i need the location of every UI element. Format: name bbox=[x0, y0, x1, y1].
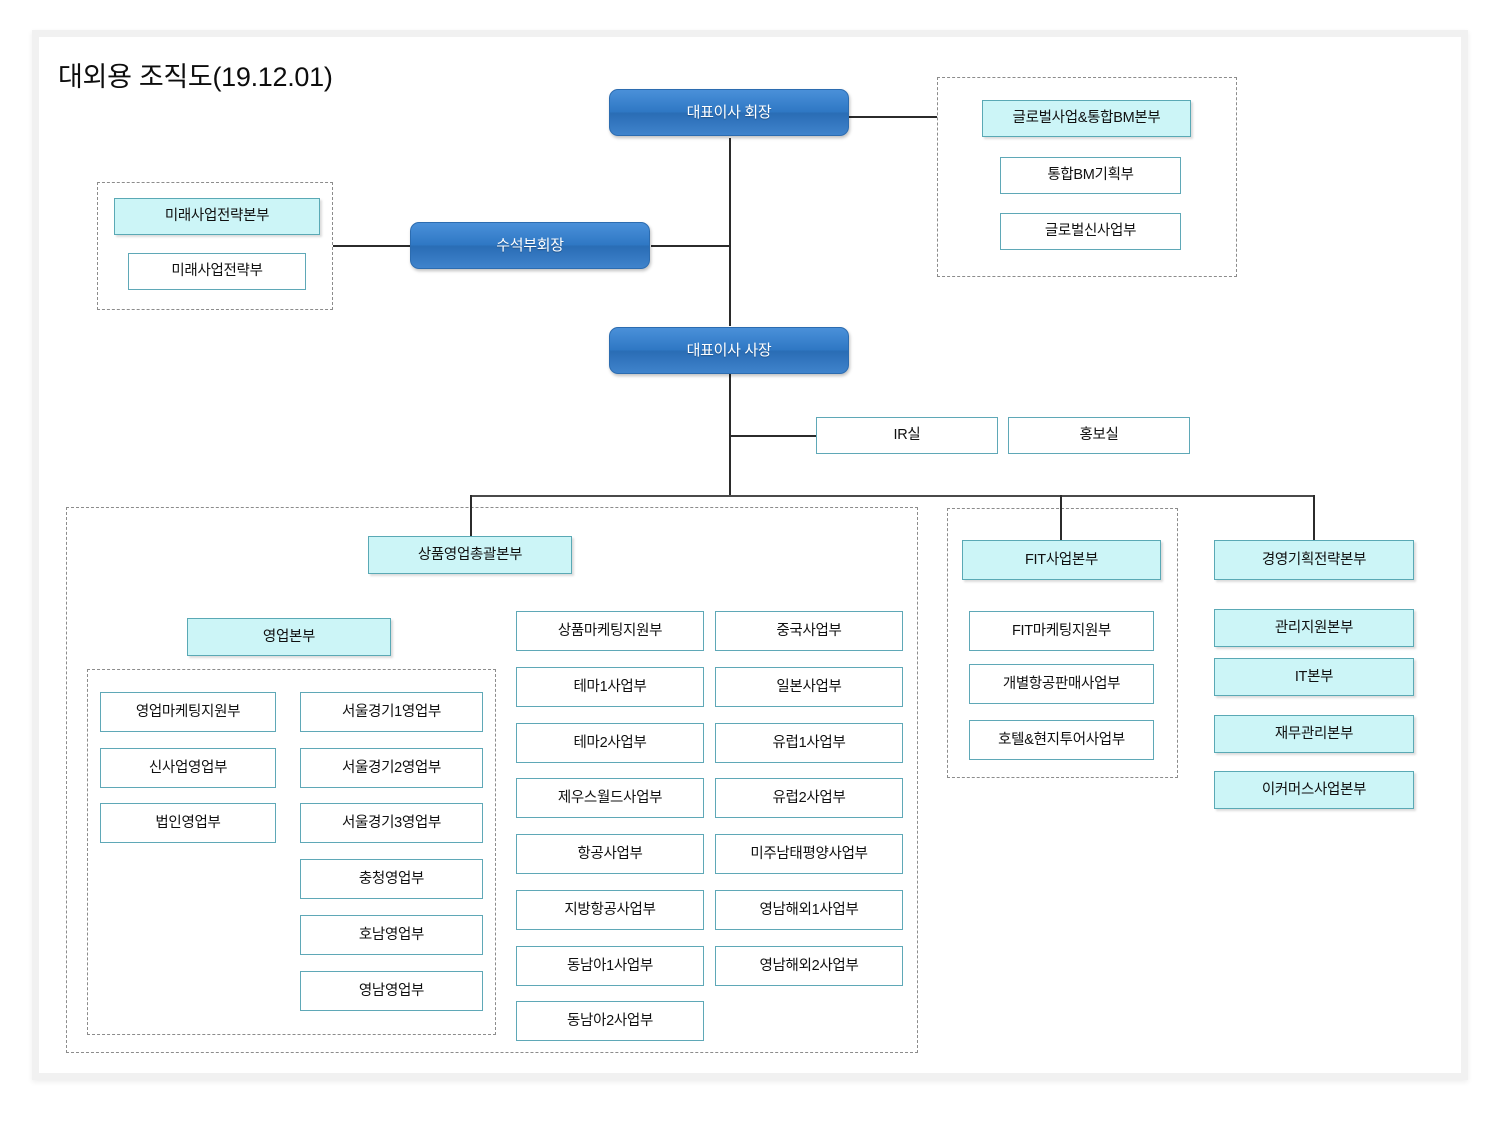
node-yeongnam-overseas-1[interactable]: 영남해외1사업부 bbox=[715, 890, 903, 930]
group-fit-business bbox=[947, 508, 1178, 778]
node-individual-air-sales[interactable]: 개별항공판매사업부 bbox=[969, 664, 1154, 704]
node-southeast-asia-2[interactable]: 동남아2사업부 bbox=[516, 1001, 704, 1041]
node-ir-office[interactable]: IR실 bbox=[816, 417, 998, 454]
node-it-hq[interactable]: IT본부 bbox=[1214, 658, 1414, 696]
node-seoul-gyeonggi-2[interactable]: 서울경기2영업부 bbox=[300, 748, 483, 788]
connector-vicechair-to-trunk bbox=[651, 245, 730, 247]
node-yeongnam-sales[interactable]: 영남영업부 bbox=[300, 971, 483, 1011]
node-chungcheong-sales[interactable]: 충청영업부 bbox=[300, 859, 483, 899]
node-product-marketing-support[interactable]: 상품마케팅지원부 bbox=[516, 611, 704, 651]
node-zeus-world[interactable]: 제우스월드사업부 bbox=[516, 778, 704, 818]
group-future-business bbox=[97, 182, 333, 310]
node-thema-1[interactable]: 테마1사업부 bbox=[516, 667, 704, 707]
node-air-business[interactable]: 항공사업부 bbox=[516, 834, 704, 874]
node-americas-south-pacific[interactable]: 미주남태평양사업부 bbox=[715, 834, 903, 874]
page-title: 대외용 조직도(19.12.01) bbox=[58, 62, 333, 92]
node-future-business-dept[interactable]: 미래사업전략부 bbox=[128, 253, 306, 290]
node-pr-office[interactable]: 홍보실 bbox=[1008, 417, 1190, 454]
node-seoul-gyeonggi-1[interactable]: 서울경기1영업부 bbox=[300, 692, 483, 732]
connector-president-to-staff bbox=[729, 435, 816, 437]
node-sales-division-hq[interactable]: 영업본부 bbox=[187, 618, 391, 656]
connector-bus-to-product-sales bbox=[470, 495, 472, 537]
connector-main-bus bbox=[470, 495, 1314, 498]
node-global-business-hq[interactable]: 글로벌사업&통합BM본부 bbox=[982, 100, 1191, 137]
node-future-business-hq[interactable]: 미래사업전략본부 bbox=[114, 198, 320, 235]
node-vice-chairman[interactable]: 수석부회장 bbox=[410, 222, 650, 269]
node-local-air-business[interactable]: 지방항공사업부 bbox=[516, 890, 704, 930]
node-chairman[interactable]: 대표이사 회장 bbox=[609, 89, 849, 136]
group-product-sales bbox=[66, 507, 918, 1053]
connector-chairman-to-global bbox=[849, 116, 937, 118]
node-integrated-bm-planning[interactable]: 통합BM기획부 bbox=[1000, 157, 1181, 194]
connector-bus-to-fit bbox=[1060, 495, 1062, 540]
node-ecommerce-business-hq[interactable]: 이커머스사업본부 bbox=[1214, 771, 1414, 809]
node-europe-1[interactable]: 유럽1사업부 bbox=[715, 723, 903, 763]
node-new-business-sales[interactable]: 신사업영업부 bbox=[100, 748, 276, 788]
node-hotel-local-tour[interactable]: 호텔&현지투어사업부 bbox=[969, 720, 1154, 760]
node-finance-management-hq[interactable]: 재무관리본부 bbox=[1214, 715, 1414, 753]
node-honam-sales[interactable]: 호남영업부 bbox=[300, 915, 483, 955]
node-management-support-hq[interactable]: 관리지원본부 bbox=[1214, 609, 1414, 647]
node-fit-business-hq[interactable]: FIT사업본부 bbox=[962, 540, 1161, 580]
connector-bus-to-management bbox=[1313, 495, 1315, 540]
node-yeongnam-overseas-2[interactable]: 영남해외2사업부 bbox=[715, 946, 903, 986]
node-seoul-gyeonggi-3[interactable]: 서울경기3영업부 bbox=[300, 803, 483, 843]
node-europe-2[interactable]: 유럽2사업부 bbox=[715, 778, 903, 818]
node-china-business[interactable]: 중국사업부 bbox=[715, 611, 903, 651]
node-sales-marketing-support[interactable]: 영업마케팅지원부 bbox=[100, 692, 276, 732]
node-global-new-business[interactable]: 글로벌신사업부 bbox=[1000, 213, 1181, 250]
node-president[interactable]: 대표이사 사장 bbox=[609, 327, 849, 374]
node-thema-2[interactable]: 테마2사업부 bbox=[516, 723, 704, 763]
node-corporate-sales[interactable]: 법인영업부 bbox=[100, 803, 276, 843]
node-japan-business[interactable]: 일본사업부 bbox=[715, 667, 903, 707]
node-management-planning-hq[interactable]: 경영기획전략본부 bbox=[1214, 540, 1414, 580]
connector-vicechair-to-future bbox=[333, 245, 410, 247]
node-fit-marketing-support[interactable]: FIT마케팅지원부 bbox=[969, 611, 1154, 651]
group-sales-division bbox=[87, 669, 496, 1035]
node-product-sales-hq[interactable]: 상품영업총괄본부 bbox=[368, 536, 572, 574]
connector-chairman-trunk bbox=[729, 138, 731, 326]
node-southeast-asia-1[interactable]: 동남아1사업부 bbox=[516, 946, 704, 986]
group-global-business bbox=[937, 77, 1237, 277]
